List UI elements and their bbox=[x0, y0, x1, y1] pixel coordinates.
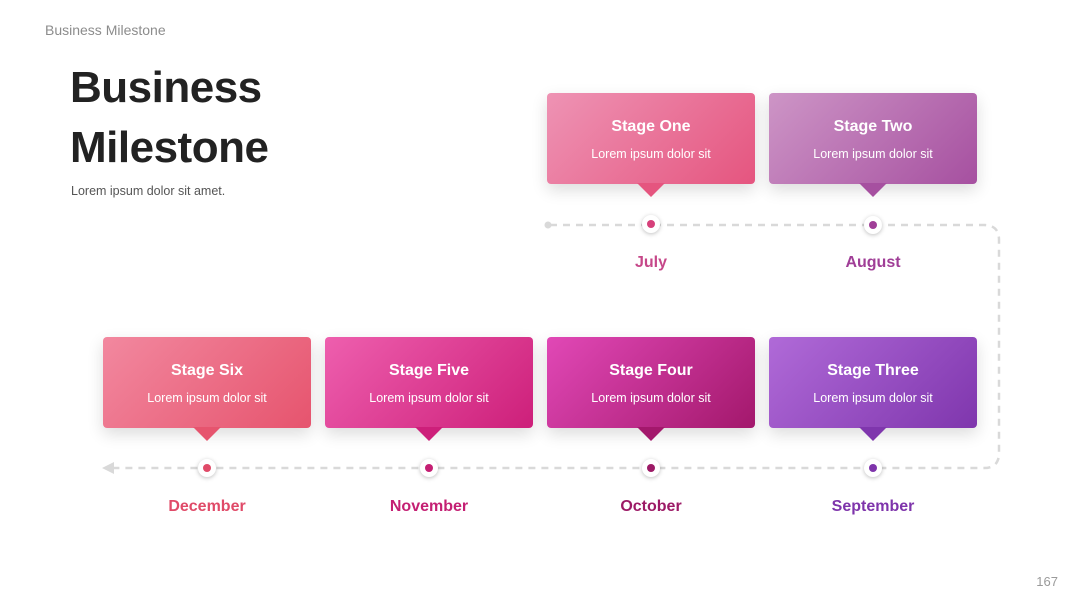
milestone-dot-october bbox=[642, 459, 660, 477]
page-title: Business Milestone bbox=[70, 58, 269, 178]
stage-card-four: Stage Four Lorem ipsum dolor sit bbox=[547, 337, 755, 441]
month-label-september: September bbox=[831, 498, 915, 515]
milestone-dot-july bbox=[642, 215, 660, 233]
page-number: 167 bbox=[1036, 574, 1058, 589]
page-title-line-1: Business bbox=[70, 63, 262, 112]
month-label-november: November bbox=[389, 498, 469, 515]
card-pointer bbox=[859, 183, 887, 197]
stage-title: Stage Four bbox=[609, 362, 693, 379]
header-label: Business Milestone bbox=[45, 22, 166, 38]
page-title-line-2: Milestone bbox=[70, 123, 269, 172]
month-label-august: August bbox=[845, 254, 901, 271]
month-label-july: July bbox=[634, 254, 667, 271]
stage-text: Lorem ipsum dolor sit bbox=[813, 391, 933, 405]
month-label-december: December bbox=[168, 498, 246, 515]
card-pointer bbox=[637, 427, 665, 441]
stage-text: Lorem ipsum dolor sit bbox=[147, 391, 267, 405]
month-label-october: October bbox=[620, 498, 682, 515]
timeline-start-dot bbox=[544, 221, 552, 229]
timeline-dashed-line bbox=[112, 223, 1001, 470]
stage-title: Stage Three bbox=[827, 362, 919, 379]
stage-title: Stage Five bbox=[388, 362, 470, 379]
card-pointer bbox=[193, 427, 221, 441]
stage-card-two: Stage Two Lorem ipsum dolor sit bbox=[769, 93, 977, 197]
stage-title: Stage Two bbox=[833, 118, 913, 135]
stage-text: Lorem ipsum dolor sit bbox=[591, 391, 711, 405]
stage-card-one: Stage One Lorem ipsum dolor sit bbox=[547, 93, 755, 197]
milestone-dot-august bbox=[864, 216, 882, 234]
stage-card-six: Stage Six Lorem ipsum dolor sit bbox=[103, 337, 311, 441]
stage-text: Lorem ipsum dolor sit bbox=[813, 147, 933, 161]
stage-text: Lorem ipsum dolor sit bbox=[591, 147, 711, 161]
card-pointer bbox=[637, 183, 665, 197]
stage-title: Stage Six bbox=[170, 362, 244, 379]
milestone-dot-november bbox=[420, 459, 438, 477]
card-pointer bbox=[859, 427, 887, 441]
timeline-arrowhead bbox=[102, 462, 114, 474]
stage-card-three: Stage Three Lorem ipsum dolor sit bbox=[769, 337, 977, 441]
page-subtitle: Lorem ipsum dolor sit amet. bbox=[71, 184, 226, 198]
milestone-dot-september bbox=[864, 459, 882, 477]
stage-text: Lorem ipsum dolor sit bbox=[369, 391, 489, 405]
milestone-dot-december bbox=[198, 459, 216, 477]
card-pointer bbox=[415, 427, 443, 441]
stage-title: Stage One bbox=[611, 118, 691, 135]
stage-card-five: Stage Five Lorem ipsum dolor sit bbox=[325, 337, 533, 441]
